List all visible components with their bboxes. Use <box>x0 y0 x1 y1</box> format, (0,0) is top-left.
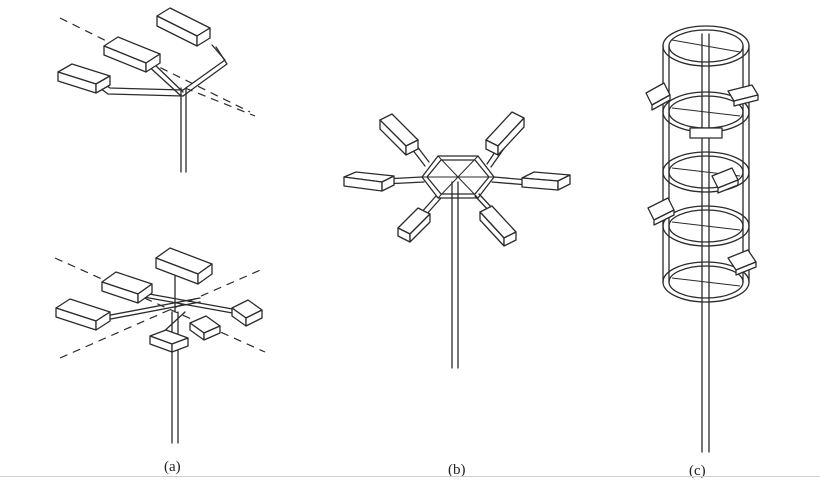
luminaire-box <box>397 207 431 243</box>
luminaire-box <box>479 205 517 247</box>
ring-spoke <box>671 221 741 231</box>
luminaire-box <box>156 7 211 47</box>
luminaire-box <box>727 249 757 276</box>
luminaire-box <box>189 315 221 341</box>
ring-spoke <box>671 107 741 117</box>
luminaire-box <box>521 171 571 191</box>
luminaire-box <box>149 329 189 353</box>
luminaire-box <box>57 63 111 94</box>
pole-c <box>645 25 759 453</box>
luminaire-box <box>55 298 111 331</box>
luminaire-box <box>231 299 263 327</box>
bracket-arm <box>137 295 239 315</box>
bracket-arm <box>94 301 201 323</box>
bracket-arm <box>137 291 239 311</box>
alignment-line <box>184 87 256 117</box>
luminaire-box <box>343 171 395 192</box>
luminaire-box <box>647 197 675 226</box>
luminaire-box <box>101 271 153 304</box>
ring-spoke <box>671 277 741 287</box>
cage-ring <box>662 25 750 67</box>
bottom-divider <box>0 476 820 477</box>
pole-a-upper <box>57 7 256 173</box>
cage-ring <box>668 265 744 299</box>
cage-ring <box>662 151 750 193</box>
alignment-line <box>59 267 266 359</box>
figure-label-a: (a) <box>164 459 181 475</box>
cage-ring <box>668 155 744 189</box>
pole-a-lower <box>54 247 266 444</box>
luminaire-box <box>103 36 161 73</box>
cage-ring <box>668 209 744 243</box>
cage-ring <box>662 261 750 303</box>
cage-ring <box>662 205 750 247</box>
luminaire-box <box>727 84 759 107</box>
luminaire-box <box>645 82 671 111</box>
cage-ring <box>668 29 744 63</box>
bracket-arm <box>94 297 201 319</box>
luminaire-box <box>155 247 213 285</box>
bracket-arm <box>182 46 228 97</box>
figure-label-b: (b) <box>448 462 466 478</box>
pole-b <box>343 111 571 369</box>
ring-spoke <box>671 39 741 53</box>
luminaire-box <box>485 111 525 156</box>
luminaire-box <box>711 167 739 194</box>
figure-label-c: (c) <box>689 463 706 479</box>
luminaire-box <box>689 127 723 139</box>
luminaire-box <box>379 113 419 156</box>
